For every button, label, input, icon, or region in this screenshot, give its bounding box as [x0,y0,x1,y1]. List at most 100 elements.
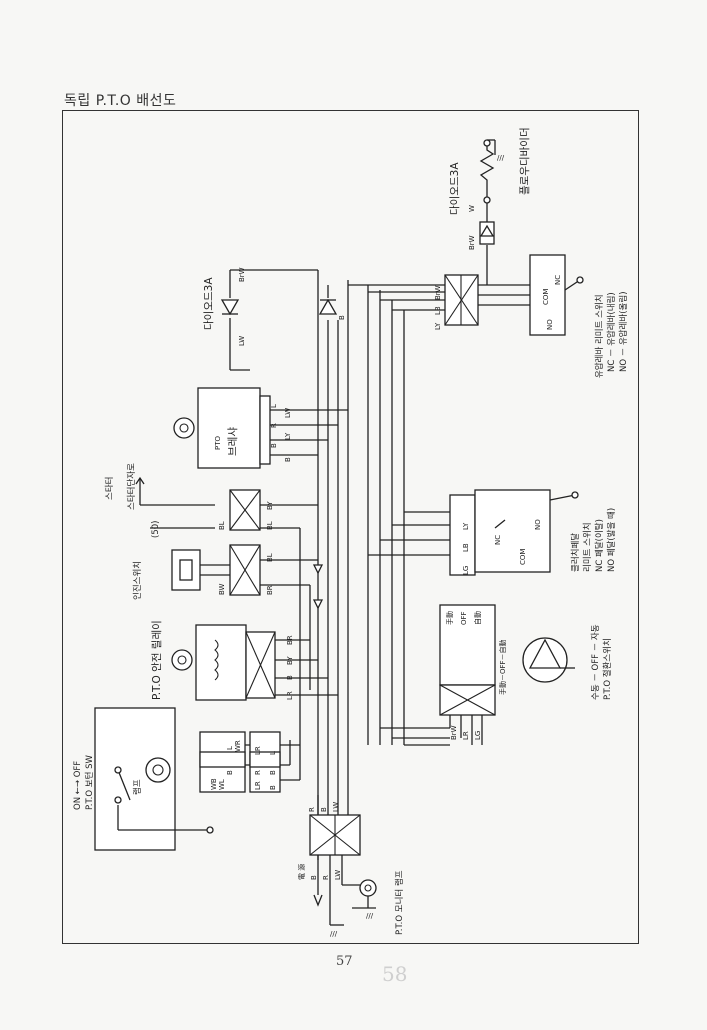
button-name: P.T.O 보턴 SW [84,754,95,810]
clutch-term-com: COM [519,549,527,565]
relay-label: P.T.O 안전 릴레이 [150,620,163,700]
conn-a-wire-6: B [269,785,277,790]
clutch-no: NO 페달(밟을 때) [606,508,617,572]
diode-left-label: 다이오드3A [203,277,215,330]
lamp-wire-2: R [322,875,330,880]
diode-right-label: 다이오드3A [449,162,461,215]
lamp-ground-2: /// [330,930,338,938]
diode-left-wire-1: LW [238,336,246,346]
diode-mid: B [318,298,346,320]
solenoid-ground: /// [497,154,505,162]
conn-b-wire-1: R [308,807,316,812]
brake-wire-2: R [270,423,278,428]
mode-pos-auto: 自動 [473,611,482,625]
lamp-wire-3: LW [334,870,342,880]
button-wire-2: WR [234,740,242,752]
safety-wire-3: BL [266,553,274,562]
connector-b: R B LW [308,802,361,856]
hyd-connector: LY LB BrW [434,274,479,330]
brake-wire-6: B [284,457,292,462]
relay-wire-3: BY [286,656,294,665]
mode-wire-1: BrW [450,725,458,740]
page-stamp: 58 [382,962,408,986]
starter-wire-3: BL [266,521,274,530]
flow-arrow-2 [312,599,324,610]
flow-arrow-1 [312,564,324,575]
mode-pos-manual: 手動 [445,611,454,625]
diode-mid-wire: B [338,315,346,320]
relay-wire-4: BR [286,635,294,645]
conn-b-wire-2: B [320,807,328,812]
mode-label: 手動－OFF－自動 [498,639,507,695]
mode-wire-3: LG [474,731,482,740]
clutch-nc: NC 페달(이탈) [594,519,605,572]
button-wire-3: WB [210,778,218,790]
button-wire-5: WL [218,779,226,790]
brake-wire-1: L [270,404,278,408]
hyd-wire-1: LY [434,322,442,330]
lamp-wire-1: B [310,875,318,880]
pto-button-switch: ON ←→ OFF P.T.O 보턴 SW 램프 L WR WB B WL [73,707,246,851]
lamp-power: 電 源 [297,864,306,880]
brake-line-2: 브레샤 [227,427,239,456]
starter-fuse: (50) [151,521,161,538]
hyd-term-com: COM [542,289,550,305]
diode-right-wire-2: W [468,205,476,212]
pto-mode-switch: 手動 OFF 自動 手動－OFF－自動 BrW LR LG 수동 － OFF －… [439,604,613,740]
starter-wire-1: BL [218,521,226,530]
safety-wire-1: BW [218,583,226,595]
conn-a-wire-2: L [269,751,277,755]
connector-a: LR L R B LR B [249,731,281,793]
solenoid-label: 플로우디바이더 [519,127,531,195]
mode-pos-off: OFF [460,611,468,625]
hyd-term-no: NO [546,319,554,330]
hyd-term-nc: NC [554,275,562,285]
brake-wire-4: LW [284,408,292,418]
brake-wire-3: B [270,443,278,448]
hyd-wire-3: BrW [434,285,442,300]
hyd-limit-no: NO － 유압레바(올림) [618,291,629,372]
starter-wire-2: BY [266,501,274,510]
clutch-name-2: 리미트 스위치 [583,522,593,572]
hyd-limit-switch: NC COM NO 유압레바 리미트 스위치 NC － 유압레바(내림) NO … [529,254,629,378]
conn-a-wire-3: R [254,770,262,775]
page-title: 독립 P.T.O 배선도 [64,93,177,109]
conn-a-wire-4: B [269,770,277,775]
button-lamp: 램프 [132,779,143,795]
diode-left: 다이오드3A LW BrW [203,267,246,346]
lamp-label: P.T.O 모니터 램프 [394,870,405,935]
pto-safety-relay: P.T.O 안전 릴레이 LR B BY BR [150,620,294,701]
diode-left-wire-2: BrW [238,267,246,282]
hyd-limit-name: 유압레바 리미트 스위치 [594,294,605,378]
hyd-limit-nc: NC － 유압레바(내림) [606,292,617,372]
safety-switch: 인진스위치 BW BR BL [132,544,274,600]
relay-wire-2: B [286,675,294,680]
relay-wire-1: LR [286,691,294,700]
mode-name-2: P.T.O 절환스위치 [602,638,613,700]
flow-divider-solenoid: /// 플로우디바이더 [479,127,531,197]
diagram-frame [62,110,639,944]
button-wire-1: L [226,746,234,750]
pto-brake: PTO 브레샤 L R B LW LY B [173,387,292,469]
bus-wires [229,245,530,925]
starter-label: 스타터 [105,477,115,500]
clutch-wire-2: LB [462,543,470,552]
starter-terminal: 스타터단자로 [126,463,137,510]
safety-label: 인진스위치 [132,561,143,600]
clutch-term-no: NO [534,519,542,530]
diode-right: BrW W 다이오드3A [449,162,495,250]
conn-a-wire-5: LR [254,781,262,790]
monitor-lamp: /// /// 電 源 B R LW P.T.O 모니터 램프 [297,864,405,938]
clutch-limit-switch: LG LB LY NC COM NO 클러치페달 리미트 스위치 NC 페달(이… [449,489,617,576]
lamp-ground: /// [366,912,374,920]
clutch-wire-3: LY [462,522,470,530]
conn-a-wire-1: LR [254,746,262,755]
button-wire-4: B [226,770,234,775]
clutch-term-nc: NC [494,535,502,545]
mode-wire-2: LR [462,731,470,740]
clutch-wire-1: LG [462,566,470,575]
safety-wire-2: BR [266,585,274,595]
brake-line-1: PTO [214,436,222,450]
